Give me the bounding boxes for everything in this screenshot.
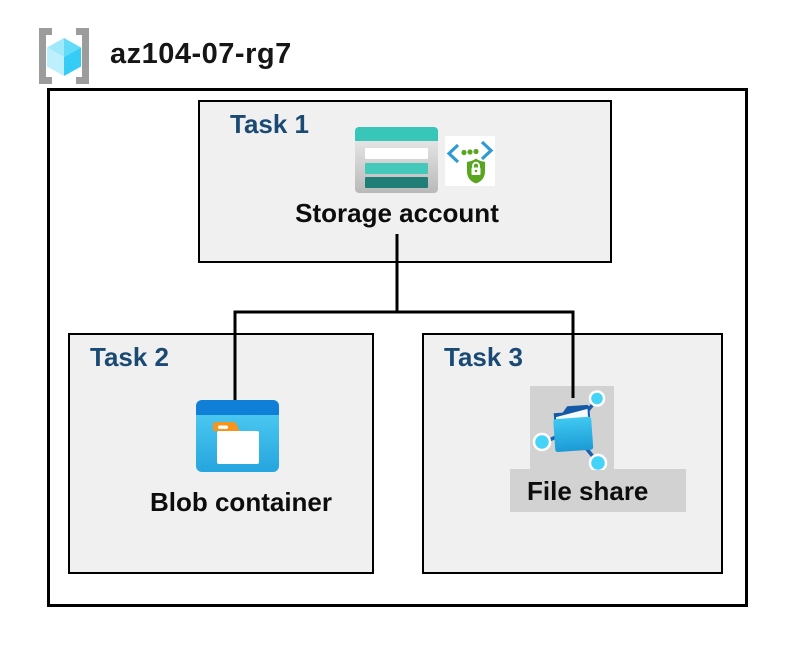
- resource-group-name: az104-07-rg7: [110, 38, 292, 70]
- file-share-icon: [532, 390, 608, 470]
- network-folder-icon: [553, 404, 594, 453]
- blob-container-label: Blob container: [149, 487, 332, 517]
- file-share-label: File share: [527, 476, 649, 506]
- task3-label: Task 3: [444, 342, 524, 372]
- shared-access-signature-icon: [445, 136, 495, 186]
- network-node-icon: [588, 453, 608, 470]
- blob-container-icon: [196, 400, 279, 472]
- storage-account-label: Storage account: [295, 198, 499, 228]
- task1-label: Task 1: [230, 109, 310, 139]
- task2-label: Task 2: [90, 342, 170, 372]
- file-share-label-highlight: [510, 469, 686, 512]
- network-node-icon: [588, 390, 606, 407]
- folder-icon: [217, 431, 259, 464]
- resource-group-icon: [39, 28, 89, 84]
- network-node-icon: [532, 432, 552, 452]
- storage-account-icon: [355, 127, 438, 193]
